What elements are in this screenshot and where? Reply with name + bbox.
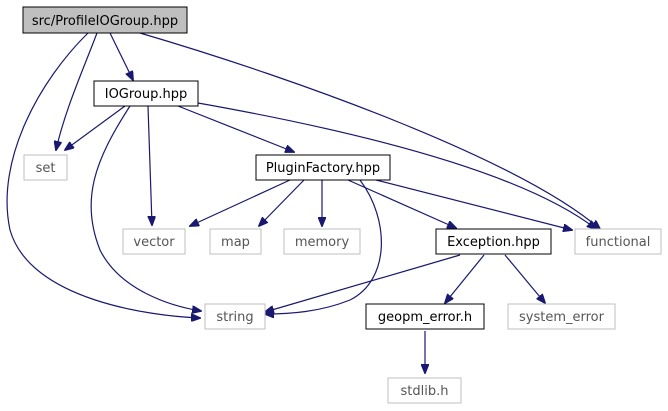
edge-pluginfactory-to-string (265, 179, 382, 314)
edge-iogroup-to-string (90, 105, 201, 311)
edge-iogroup-to-functional (197, 102, 596, 229)
node-label-functional: functional (586, 235, 651, 250)
edge-pluginfactory-to-vector (190, 179, 291, 226)
node-string: string (204, 303, 266, 330)
edge-root-to-set (56, 32, 98, 150)
node-label-vector: vector (133, 235, 175, 250)
node-label-exception: Exception.hpp (447, 235, 540, 250)
edge-iogroup-to-vector (147, 105, 152, 225)
edge-iogroup-to-set (65, 105, 126, 150)
node-set: set (23, 154, 68, 181)
node-label-pluginfactory: PluginFactory.hpp (266, 161, 380, 176)
node-label-set: set (36, 161, 56, 176)
edge-pluginfactory-to-functional (375, 179, 572, 230)
edge-iogroup-to-pluginfactory (177, 105, 294, 152)
edge-pluginfactory-to-map (259, 179, 305, 226)
node-iogroup[interactable]: IOGroup.hpp (93, 80, 199, 107)
node-stdlib: stdlib.h (387, 377, 462, 404)
node-label-stdlib: stdlib.h (401, 384, 449, 399)
edge-exception-to-string (265, 254, 461, 312)
edge-exception-to-geopm-error (445, 254, 485, 303)
node-system-error: system_error (507, 303, 616, 330)
edge-root-to-string (6, 32, 200, 318)
node-root[interactable]: src/ProfileIOGroup.hpp (22, 6, 188, 34)
node-label-iogroup: IOGroup.hpp (105, 87, 188, 102)
edge-exception-to-system-error (504, 254, 545, 303)
node-functional: functional (574, 228, 662, 255)
node-vector: vector (122, 228, 186, 255)
node-pluginfactory[interactable]: PluginFactory.hpp (255, 154, 391, 181)
node-label-string: string (216, 310, 253, 325)
node-map: map (209, 228, 262, 255)
node-geopm-error[interactable]: geopm_error.h (365, 303, 485, 330)
node-label-geopm-error: geopm_error.h (378, 310, 472, 325)
edge-root-to-iogroup (109, 32, 133, 80)
edges (6, 32, 600, 373)
node-label-memory: memory (295, 235, 350, 250)
edge-root-to-functional (139, 32, 600, 229)
node-memory: memory (283, 228, 361, 255)
node-exception[interactable]: Exception.hpp (435, 228, 552, 255)
node-label-system-error: system_error (519, 310, 605, 325)
node-label-map: map (221, 235, 250, 250)
node-label-root: src/ProfileIOGroup.hpp (32, 14, 178, 29)
